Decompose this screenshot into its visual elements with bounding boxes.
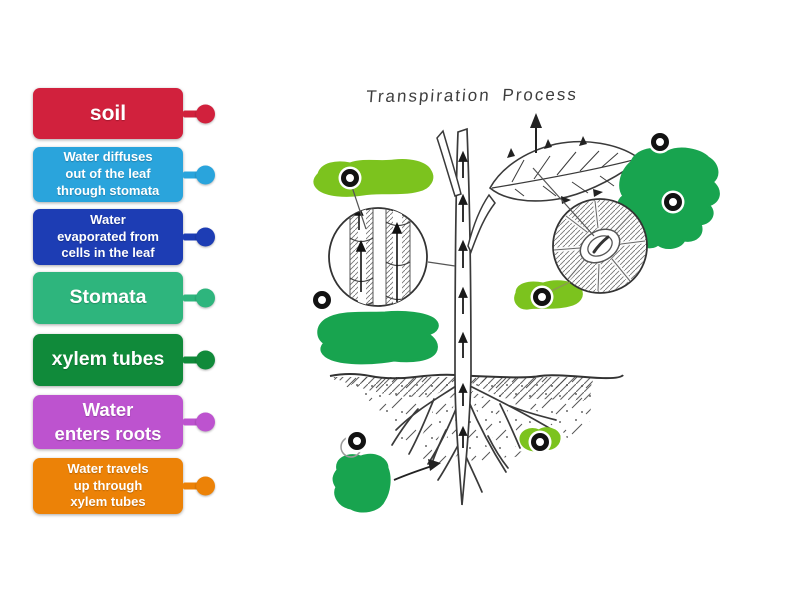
drop-target-dot[interactable]	[348, 432, 366, 450]
connector-knob	[196, 227, 215, 247]
label-card-stomata[interactable]: Stomata	[33, 272, 215, 324]
connector-knob	[196, 104, 215, 123]
leaf	[488, 140, 641, 202]
label-text: Water travels up through xylem tubes	[67, 460, 149, 510]
drop-target-dot[interactable]	[313, 291, 331, 309]
highlight-top-left-light	[313, 159, 434, 197]
water-enters-roots-arrow	[393, 459, 441, 481]
connector-stub	[183, 418, 199, 426]
connector-knob	[196, 165, 215, 184]
connector-stub	[183, 233, 199, 241]
stoma-guard-cells	[579, 228, 621, 264]
ground-line	[329, 373, 624, 380]
label-text: Water enters roots	[54, 398, 162, 444]
label-card-water-diffuses[interactable]: Water diffuses out of the leaf through s…	[33, 147, 215, 202]
connector-stub	[183, 294, 199, 302]
drop-target-dot[interactable]	[533, 288, 551, 306]
label-text: Stomata	[69, 286, 147, 309]
leaf-branch	[467, 193, 496, 254]
label-card-water-enters-roots[interactable]: Water enters roots	[33, 395, 215, 449]
label-card-water-evaporated[interactable]: Water evaporated from cells in the leaf	[33, 209, 215, 265]
connector-knob	[196, 288, 215, 308]
connector-knob	[196, 350, 215, 370]
label-card-soil[interactable]: soil	[33, 88, 215, 139]
stem	[436, 127, 496, 506]
connector-stub	[183, 356, 199, 364]
highlight-mid-left-dark	[317, 310, 439, 365]
drop-target-dot[interactable]	[664, 193, 682, 211]
xylem-inset	[328, 183, 456, 307]
connector-stub	[183, 482, 199, 490]
drop-target-dot[interactable]	[341, 169, 359, 187]
water-flow-arrows	[458, 150, 468, 448]
label-text: Water evaporated from cells in the leaf	[57, 211, 159, 261]
label-text: xylem tubes	[51, 348, 165, 371]
drop-target-dot[interactable]	[531, 433, 549, 451]
label-text: Water diffuses out of the leaf through s…	[56, 149, 160, 198]
label-text: soil	[89, 101, 127, 125]
transpiration-arrows	[507, 113, 603, 204]
drop-target-dot[interactable]	[651, 133, 669, 151]
connector-stub	[183, 171, 199, 178]
connector-stub	[183, 110, 199, 117]
stomata-inset	[532, 167, 648, 294]
highlight-blobs	[313, 147, 720, 513]
label-card-water-travels[interactable]: Water travels up through xylem tubes	[33, 458, 215, 514]
connector-knob	[196, 476, 215, 496]
label-card-xylem-tubes[interactable]: xylem tubes	[33, 334, 215, 386]
highlight-bottom-left-dark	[332, 453, 391, 513]
connector-knob	[196, 412, 215, 432]
twig	[436, 129, 462, 197]
